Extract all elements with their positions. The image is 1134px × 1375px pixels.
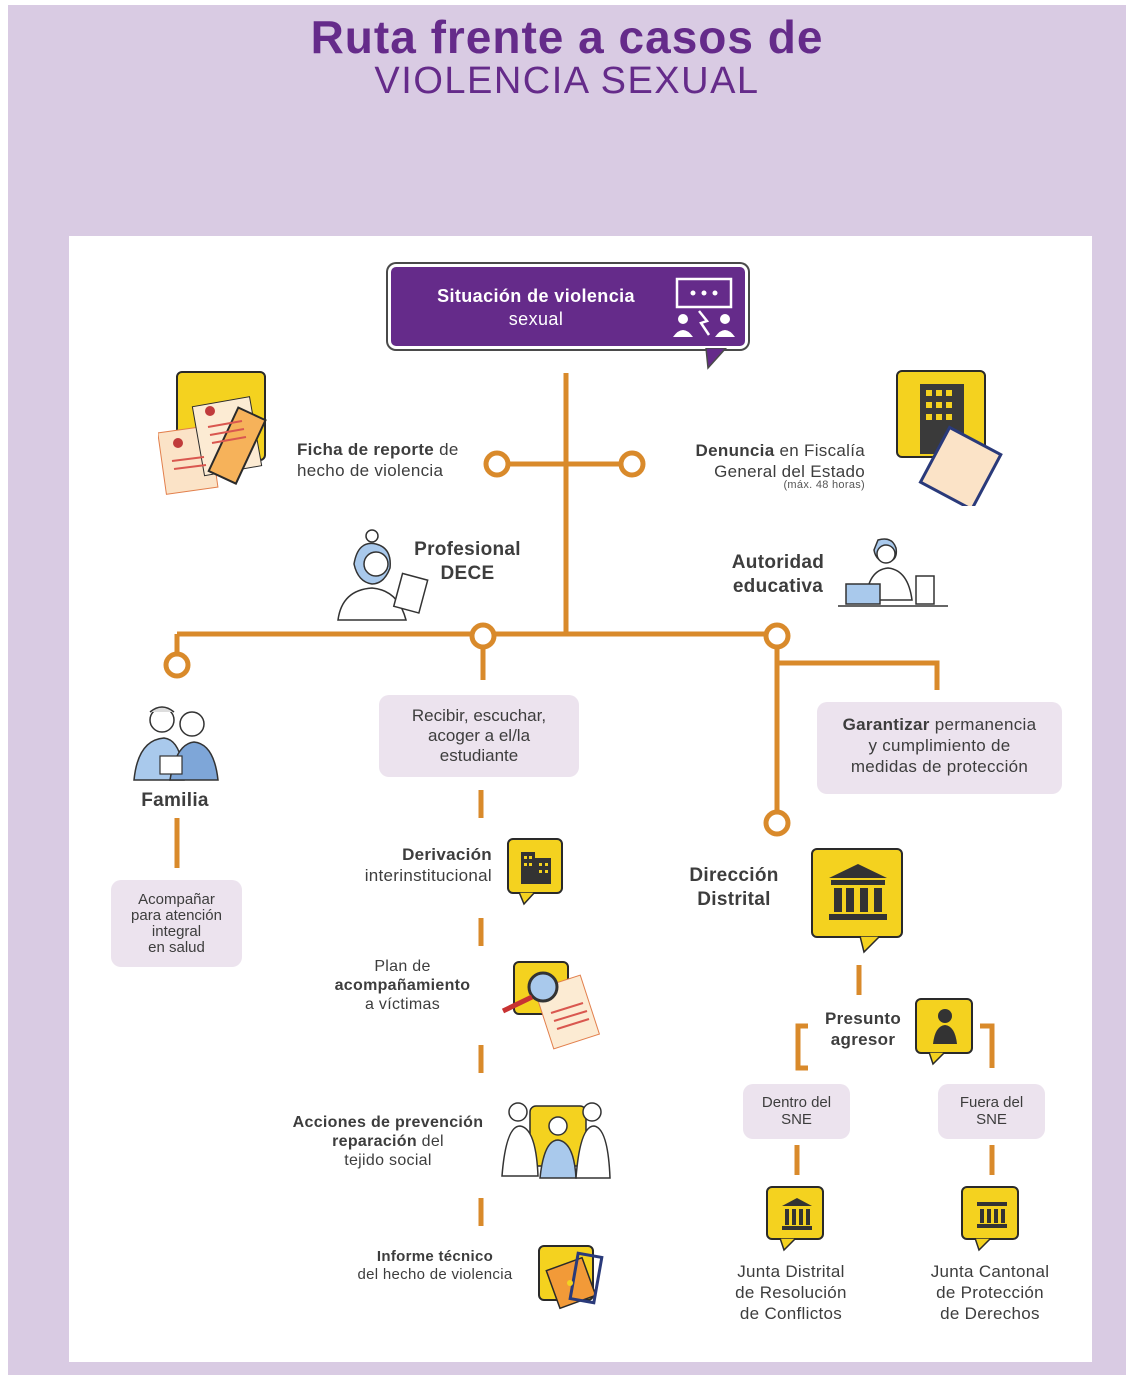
courthouse-icon (961, 1186, 1019, 1240)
derivacion-tail (518, 892, 537, 906)
report-clipboard-icon (158, 371, 267, 495)
node-ficha (483, 450, 511, 478)
counselor-person-icon (337, 529, 429, 621)
ficha-label: Ficha de reporte de hecho de violencia (297, 440, 459, 480)
node-denuncia (618, 450, 646, 478)
autoridad-label: Autoridad educativa (731, 552, 825, 597)
top-node-line2: sexual (508, 309, 564, 329)
magnifier-documents-icon (501, 961, 601, 1050)
junta-distrital-label: Junta Distrital de Resolución de Conflic… (735, 1262, 847, 1323)
garantizar-branch-line (777, 660, 940, 690)
presunto-right-bracket (980, 1023, 995, 1068)
speech-tail (705, 348, 728, 370)
junta-cantonal-tail (974, 1238, 993, 1252)
person-icon (915, 998, 973, 1054)
denuncia-note: (máx. 48 horas) (783, 479, 865, 491)
person-laptop-icon (838, 538, 948, 607)
top-situation-node: Situación de violencia sexual (388, 264, 748, 349)
fuera-sne-box: Fuera del SNE (938, 1084, 1045, 1139)
institution-columns-icon (811, 848, 903, 938)
junta-cantonal-label: Junta Cantonal de Protección de Derechos (930, 1262, 1050, 1323)
presentation-conflict-icon (673, 277, 735, 337)
node-profesional (469, 622, 497, 650)
office-building-icon (507, 838, 563, 894)
denuncia-label: Denuncia en Fiscalía General del Estado (695, 441, 865, 481)
derivacion-label: Derivación interinstitucional (364, 845, 492, 885)
direccion-label: Dirección Distrital (689, 865, 779, 910)
familia-label: Familia (141, 790, 209, 811)
government-building-icon (896, 370, 1003, 506)
plan-label: Plan de acompañamiento a víctimas (334, 958, 471, 1013)
junta-distrital-tail (779, 1238, 798, 1252)
node-autoridad (763, 622, 791, 650)
family-icon (133, 706, 219, 781)
community-group-icon (501, 1102, 611, 1179)
courthouse-icon (766, 1186, 824, 1240)
acciones-label: Acciones de prevención reparación del te… (292, 1114, 484, 1169)
recibir-box: Recibir, escuchar, acoger a el/la estudi… (379, 695, 579, 777)
informe-label: Informe técnico del hecho de violencia (357, 1248, 513, 1283)
page-subtitle: VIOLENCIA SEXUAL (374, 60, 760, 102)
page-title: Ruta frente a casos de (310, 11, 824, 63)
profesional-label: Profesional DECE (414, 539, 521, 584)
folder-clipboard-icon (538, 1245, 604, 1310)
direccion-tail (859, 936, 882, 954)
dentro-sne-box: Dentro del SNE (743, 1084, 850, 1139)
presunto-left-bracket (795, 1023, 808, 1071)
top-node-line1: Situación de violencia (437, 286, 635, 306)
node-familia (163, 651, 191, 679)
acompanar-box: Acompañar para atención integral en salu… (111, 880, 242, 967)
presunto-tail (928, 1052, 947, 1066)
garantizar-box: Garantizar permanencia y cumplimiento de… (817, 702, 1062, 794)
node-direccion (763, 809, 791, 837)
presunto-label: Presunto agresor (824, 1009, 902, 1049)
